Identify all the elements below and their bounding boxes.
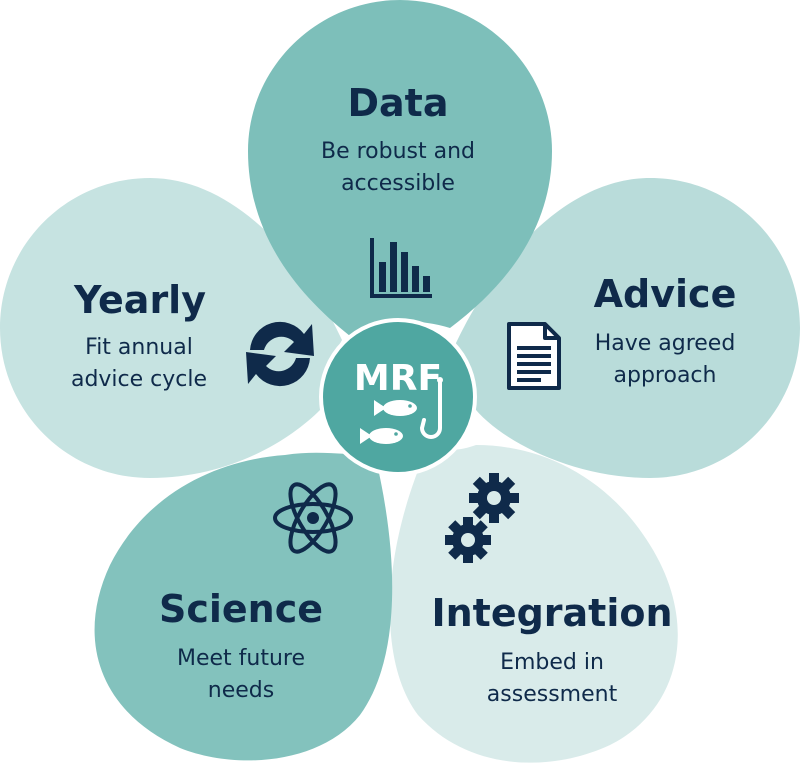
hook-icon (419, 377, 443, 439)
advice-title: Advice (594, 272, 737, 316)
advice-line2: approach (614, 363, 717, 388)
yearly-line1: Fit annual (85, 335, 193, 360)
fish-icon (360, 428, 403, 444)
science-line1: Meet future (177, 646, 305, 671)
fish-and-hook-icon (360, 377, 443, 444)
science-title: Science (159, 587, 323, 631)
data-title: Data (348, 81, 449, 125)
yearly-title: Yearly (73, 278, 206, 322)
advice-line1: Have agreed (595, 331, 736, 356)
petal-science: Science Meet future needs (94, 452, 393, 761)
petal-data: Data Be robust and accessible (248, 0, 552, 336)
data-line2: accessible (341, 171, 455, 196)
gears-icon (445, 473, 519, 563)
bar-chart-icon (370, 238, 432, 298)
integration-line2: assessment (487, 682, 618, 707)
petal-yearly: Yearly Fit annual advice cycle (0, 178, 342, 478)
petal-data-shape (248, 0, 552, 336)
science-line2: needs (208, 678, 274, 703)
center-hub: MRF (319, 318, 477, 476)
center-label: MRF (354, 358, 442, 399)
document-icon (507, 322, 561, 390)
yearly-line2: advice cycle (71, 367, 207, 392)
refresh-cycle-icon (246, 321, 314, 387)
integration-line1: Embed in (500, 650, 604, 675)
petal-integration: Integration Embed in assessment (389, 445, 678, 763)
data-line1: Be robust and (321, 139, 475, 164)
petal-yearly-shape (0, 178, 342, 478)
petal-advice: Advice Have agreed approach (455, 178, 800, 478)
petal-science-shape (94, 452, 393, 761)
fish-icon (374, 400, 417, 416)
petal-integration-shape (389, 445, 678, 763)
petal-advice-shape (455, 178, 800, 478)
integration-title: Integration (431, 591, 672, 635)
